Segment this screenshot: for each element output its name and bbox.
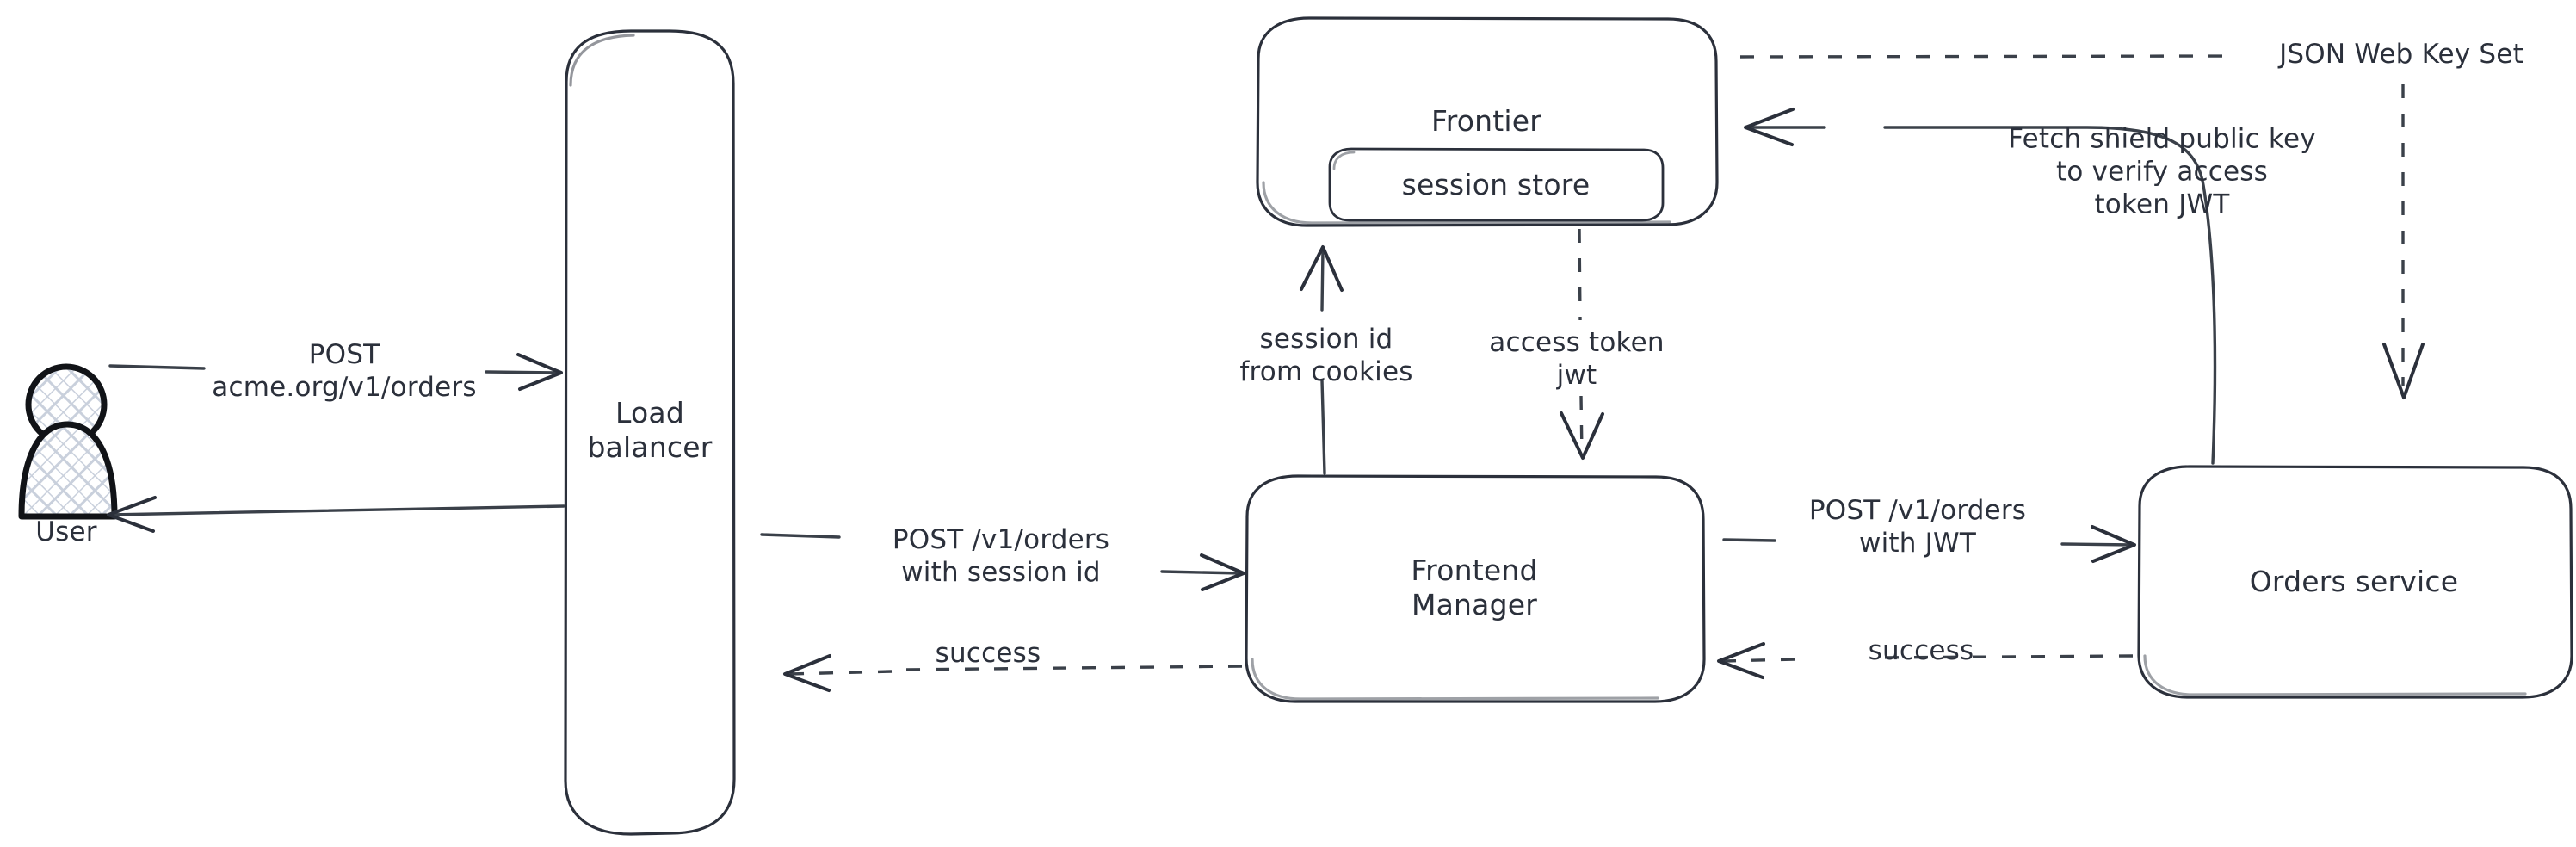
edge-frontier-to-frontend-manager <box>1560 228 1604 460</box>
edge-orders-service-to-frontend-manager <box>1717 642 2134 679</box>
edge-load-balancer-to-user <box>107 496 565 533</box>
edge-frontend-manager-to-load-balancer <box>783 654 1243 692</box>
actor-user-icon <box>18 363 118 520</box>
edge-frontier-to-orders-service <box>1739 54 2425 399</box>
edge-frontend-manager-to-orders-service <box>1722 525 2136 563</box>
edge-load-balancer-to-frontend-manager <box>760 533 1245 591</box>
node-orders-service[interactable] <box>2137 465 2573 699</box>
edge-frontend-manager-to-frontier <box>1300 245 1344 475</box>
node-load-balancer[interactable] <box>564 29 736 836</box>
node-session-store[interactable] <box>1328 147 1665 222</box>
edge-user-to-load-balancer <box>108 353 563 391</box>
edge-orders-service-to-frontier <box>1744 108 2217 465</box>
node-frontend-manager[interactable] <box>1245 474 1706 703</box>
